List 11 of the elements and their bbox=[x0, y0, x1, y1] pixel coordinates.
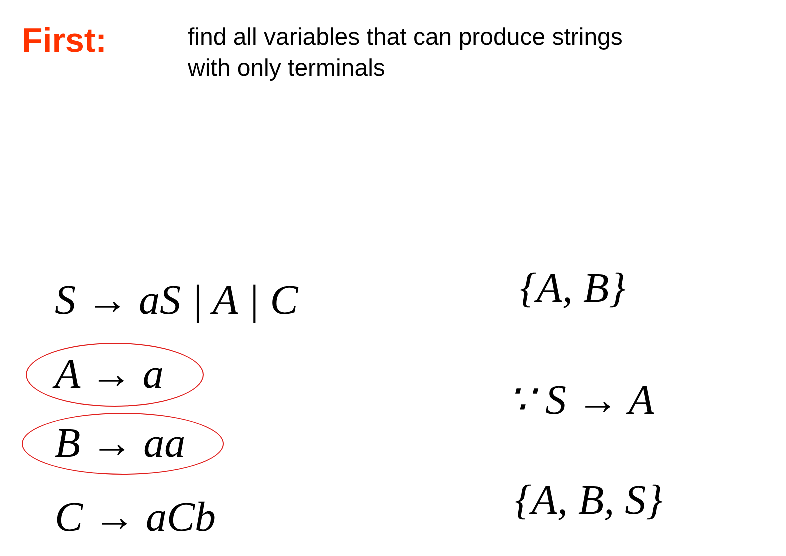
production-rule: B → aa bbox=[55, 423, 186, 465]
production-rule: C → aCb bbox=[55, 497, 216, 539]
instruction-text: find all variables that can produce strings with only terminals bbox=[188, 23, 624, 84]
production-rule: S → aS | A | C bbox=[55, 280, 298, 322]
set-expression: {A, B} bbox=[520, 268, 626, 310]
set-expression: {A, B, S} bbox=[515, 480, 663, 522]
production-rule: A → a bbox=[55, 354, 164, 396]
ellipse-highlight bbox=[22, 413, 224, 475]
reason-expression: ∵ S → A bbox=[508, 380, 654, 422]
ellipse-highlight bbox=[26, 343, 204, 407]
heading: First: bbox=[22, 22, 107, 61]
